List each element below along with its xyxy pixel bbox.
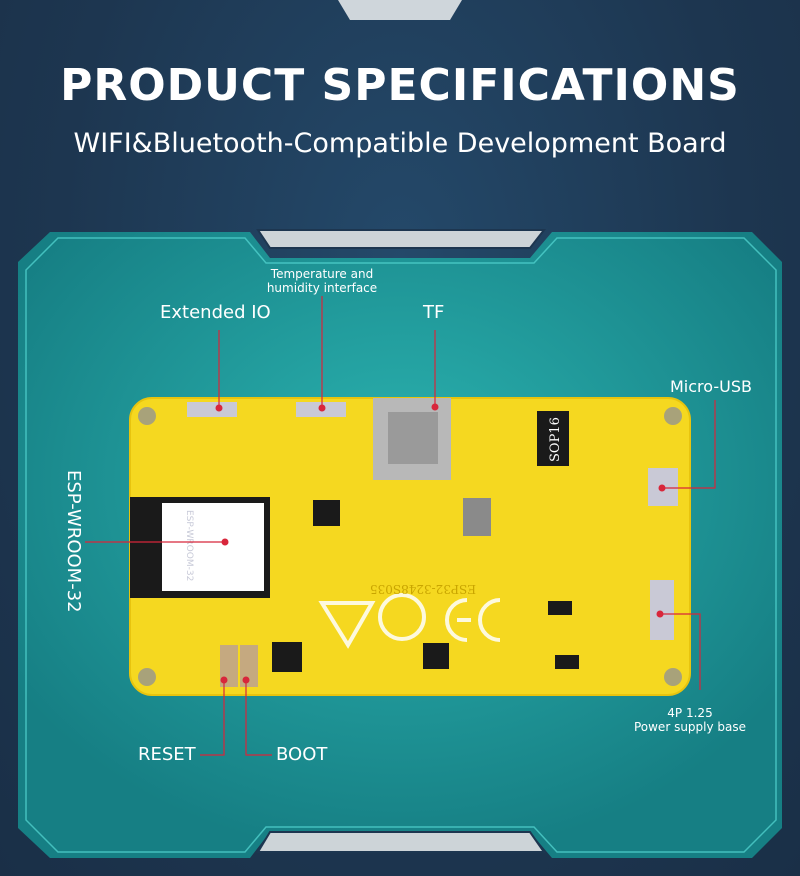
label-reset: RESET	[138, 744, 196, 765]
frame-inner-line	[25, 237, 777, 853]
top-notch	[338, 0, 462, 20]
callout-lines	[85, 296, 716, 756]
top-bar	[256, 229, 547, 249]
bottom-bar	[256, 831, 546, 853]
label-power-base: 4P 1.25 Power supply base	[620, 706, 760, 734]
label-temp-humidity: Temperature and humidity interface	[266, 267, 378, 295]
label-extended-io: Extended IO	[160, 302, 271, 323]
callout-dots	[215, 403, 666, 684]
label-power-base-line1: 4P 1.25	[667, 706, 713, 720]
sop16-label: SOP16	[548, 417, 563, 462]
label-tf: TF	[423, 302, 445, 323]
module-label: ESP-WROOM-32	[184, 510, 194, 581]
power-base-connector	[650, 580, 674, 640]
label-boot: BOOT	[276, 744, 328, 765]
board-model-silkscreen: ESP32-3248S035	[370, 582, 476, 596]
label-power-base-line2: Power supply base	[633, 720, 747, 734]
sop16-chip	[537, 411, 569, 466]
page-title: PRODUCT SPECIFICATIONS	[60, 60, 740, 111]
extended-io-connector	[187, 402, 237, 417]
pcb-board: ESP32-3248S035 SOP16 ESP-WROOM-32	[129, 397, 691, 696]
label-esp-wroom-32: ESP-WROOM-32	[63, 470, 84, 613]
page-subtitle: WIFI&Bluetooth-Compatible Development Bo…	[73, 128, 727, 159]
label-micro-usb: Micro-USB	[670, 377, 752, 396]
